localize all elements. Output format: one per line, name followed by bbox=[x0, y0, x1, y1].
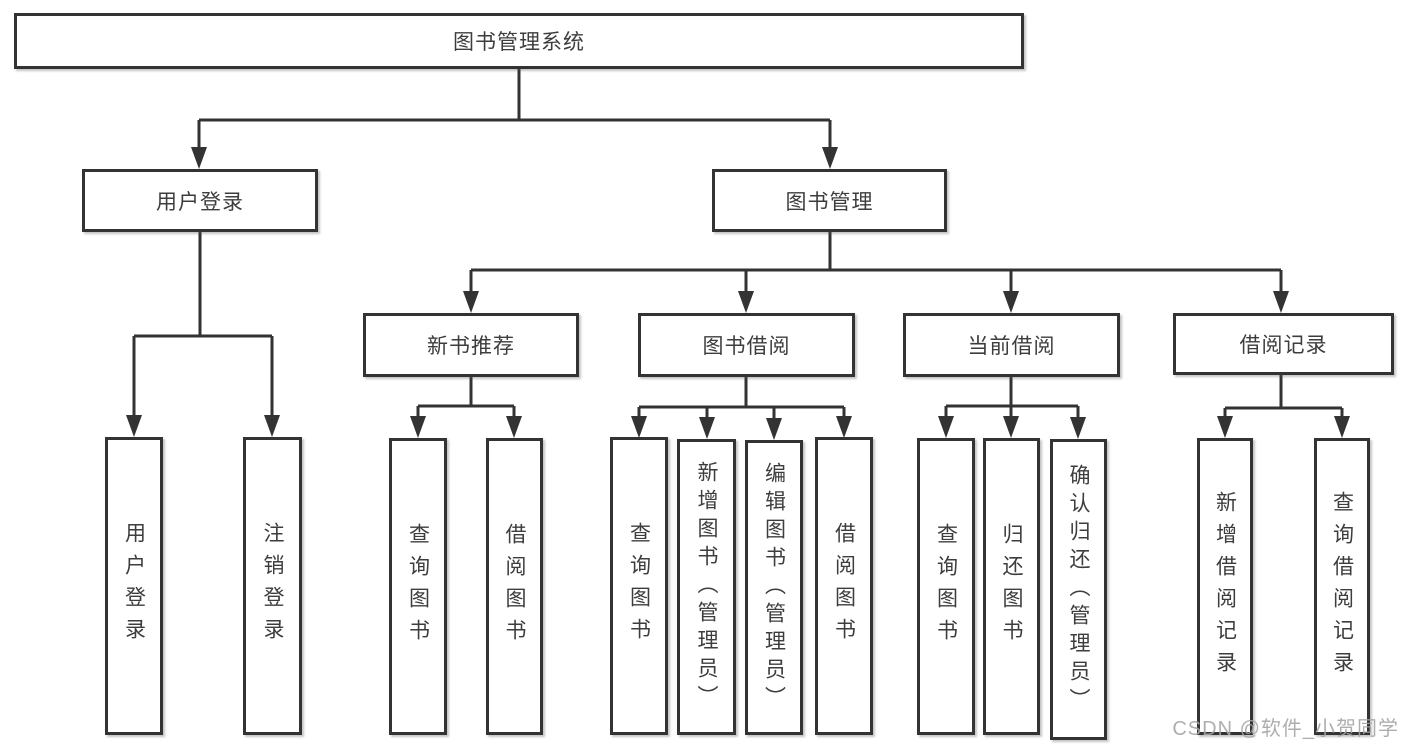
leaf-label: 借阅图书 bbox=[832, 522, 856, 650]
leaf-label: 借阅图书 bbox=[503, 522, 526, 651]
leaf-logout: 注销登录 bbox=[243, 437, 302, 735]
leaf-query-books-borrowing: 查询图书 bbox=[610, 437, 668, 735]
leaf-label: 新增借阅记录 bbox=[1213, 490, 1237, 683]
edges-new-book-rec-to-leaves bbox=[410, 377, 522, 438]
leaf-confirm-return-admin: 确认归还（管理员） bbox=[1050, 439, 1107, 740]
node-library-management-system: 图书管理系统 bbox=[14, 13, 1024, 69]
edges-borrow-record-to-leaves bbox=[1217, 375, 1350, 438]
leaf-label: 归还图书 bbox=[1000, 522, 1023, 651]
leaf-label: 查询图书 bbox=[627, 522, 651, 650]
leaf-query-books-current: 查询图书 bbox=[917, 438, 975, 735]
leaf-return-books: 归还图书 bbox=[983, 438, 1040, 735]
leaf-borrow-books-recommendation: 借阅图书 bbox=[486, 438, 543, 735]
leaf-label: 查询图书 bbox=[934, 522, 958, 651]
edges-book-mgmt-to-level3 bbox=[463, 232, 1289, 313]
leaf-add-borrow-record: 新增借阅记录 bbox=[1197, 438, 1253, 735]
leaf-label: 查询图书 bbox=[406, 522, 430, 651]
edges-user-login-to-leaves bbox=[126, 232, 280, 437]
leaf-label: 新增图书（管理员） bbox=[695, 461, 718, 713]
edges-root-to-level2 bbox=[191, 69, 838, 169]
leaf-user-login: 用户登录 bbox=[105, 437, 163, 735]
leaf-label: 注销登录 bbox=[261, 522, 284, 650]
leaf-label: 用户登录 bbox=[122, 522, 146, 650]
leaf-query-books-recommendation: 查询图书 bbox=[389, 438, 447, 735]
node-current-borrowing: 当前借阅 bbox=[903, 313, 1120, 377]
edges-book-borrow-to-leaves bbox=[631, 377, 852, 440]
leaf-label: 查询借阅记录 bbox=[1330, 490, 1354, 683]
leaf-label: 编辑图书（管理员） bbox=[762, 461, 786, 714]
node-user-login-branch: 用户登录 bbox=[82, 169, 318, 232]
edges-current-borrow-to-leaves bbox=[938, 377, 1086, 439]
node-new-book-recommendation: 新书推荐 bbox=[363, 313, 579, 377]
node-borrowing-records: 借阅记录 bbox=[1173, 313, 1394, 375]
leaf-edit-books-admin: 编辑图书（管理员） bbox=[745, 440, 803, 735]
leaf-add-books-admin: 新增图书（管理员） bbox=[677, 439, 736, 735]
node-book-management-branch: 图书管理 bbox=[712, 169, 947, 232]
leaf-query-borrow-record: 查询借阅记录 bbox=[1314, 438, 1370, 735]
leaf-borrow-books: 借阅图书 bbox=[815, 437, 873, 735]
node-book-borrowing: 图书借阅 bbox=[638, 313, 855, 377]
leaf-label: 确认归还（管理员） bbox=[1067, 463, 1090, 716]
